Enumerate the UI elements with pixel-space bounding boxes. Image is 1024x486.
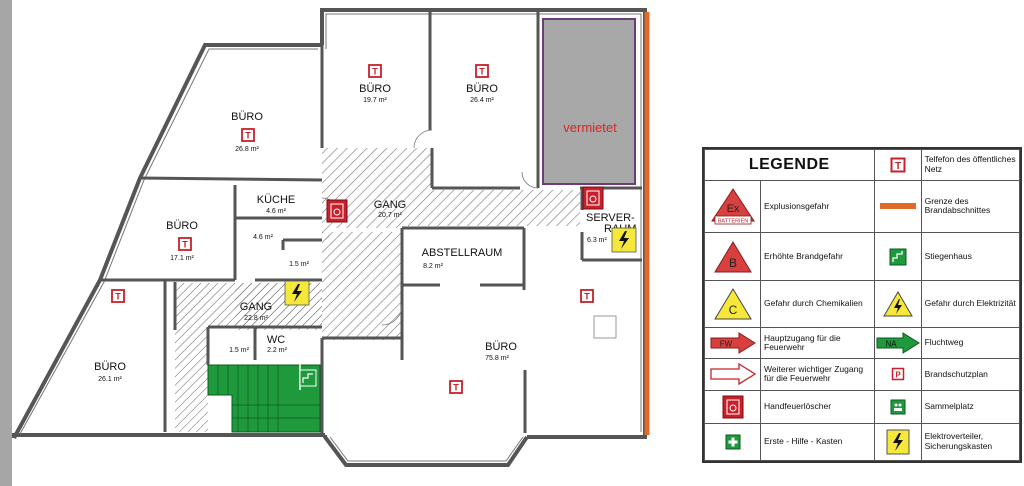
escape-route-icon: NA: [876, 332, 920, 355]
legend-text-explosion: Explusionsgefahr: [760, 179, 875, 234]
room-name-gang-lower: GANG: [240, 301, 272, 313]
fire-compartment-border-icon: [879, 203, 916, 210]
first-aid-icon: [725, 434, 740, 450]
svg-text:T: T: [895, 161, 901, 172]
svg-text:BATTERIEN: BATTERIEN: [717, 219, 747, 225]
legend-text-weiterer: Weiterer wichtiger Zugang für die Feuerw…: [760, 358, 875, 391]
hatched-corridors: [175, 148, 580, 432]
room-area-buero-large: 75.8 m²: [485, 355, 509, 362]
legend-text-brand: Erhöhte Brandgefahr: [760, 232, 875, 281]
telephone-icon: T: [890, 157, 906, 173]
room-area-small-b: 1.5 m²: [289, 261, 310, 268]
legend-text-sammelplatz: Sammelplatz: [920, 389, 1021, 425]
room-name-gang-main: GANG: [374, 199, 406, 211]
room-name-buero-large: BÜRO: [485, 341, 517, 353]
svg-text:B: B: [728, 256, 736, 270]
room-area-gang-main: 20.7 m²: [378, 212, 402, 219]
interior-walls: [100, 12, 642, 433]
svg-text:P: P: [895, 371, 901, 380]
legend-title: LEGENDE: [704, 149, 875, 181]
legend-text-hauptzugang: Hauptzugang für die Feuerwehr: [760, 327, 875, 360]
legend-table: LEGENDE T Telfefon des öffentliches Netz…: [704, 149, 1021, 461]
stairwell-icon: [889, 248, 907, 266]
svg-text:NA: NA: [885, 340, 897, 349]
room-area-small-c: 1.5 m²: [229, 347, 250, 354]
room-name-buero-5: BÜRO: [466, 83, 498, 95]
assembly-point-icon: [890, 399, 906, 415]
legend-text-chemie: Gefahr durch Chemikalien: [760, 279, 875, 329]
rented-area: [542, 18, 636, 185]
electrical-hazard-icon: [611, 227, 637, 253]
fire-extinguisher-icon: [722, 395, 743, 419]
legend-text-brandschutzplan: Brandschutzplan: [920, 358, 1021, 391]
room-name-kueche: KÜCHE: [257, 194, 296, 206]
room-labels: BÜRO 26.8 m² BÜRO 17.1 m² BÜRO 26.1 m² B…: [94, 83, 636, 383]
floor-plan: T: [12, 8, 650, 467]
room-area-abstellraum: 8.2 m²: [423, 263, 444, 270]
fire-extinguisher-icon: [326, 199, 348, 223]
fire-extinguisher-icon: [582, 186, 604, 210]
room-area-gang-lower: 22.8 m²: [244, 315, 268, 322]
legend-text-telefon: Telfefon des öffentliches Netz: [920, 149, 1021, 181]
room-area-kueche: 4.6 m²: [266, 208, 287, 215]
plan-box-icon: [593, 315, 617, 339]
telephone-icon: [241, 128, 255, 142]
room-area-buero-1: 26.8 m²: [235, 146, 259, 153]
room-name-buero-2: BÜRO: [166, 220, 198, 232]
telephone-icon: [449, 380, 463, 394]
left-margin-bar: [0, 0, 12, 486]
room-area-buero-2: 17.1 m²: [170, 255, 194, 262]
legend-text-erstehilfe: Erste - Hilfe - Kasten: [760, 423, 875, 461]
room-name-buero-1: BÜRO: [231, 111, 263, 123]
telephone-icon: [368, 64, 382, 78]
telephone-icon: [178, 237, 192, 251]
wall-inner-lines: [19, 13, 642, 462]
svg-text:Ex: Ex: [726, 203, 739, 215]
explosion-hazard-icon: Ex BATTERIEN: [710, 188, 755, 225]
fire-brigade-secondary-access-icon: [709, 363, 756, 386]
svg-text:FW: FW: [719, 340, 732, 349]
legend-text-elektro: Gefahr durch Elektrizität: [920, 279, 1021, 329]
legend-text-fluchtweg: Fluchtweg: [920, 327, 1021, 360]
room-name-abstellraum: ABSTELLRAUM: [422, 247, 503, 259]
fire-brigade-main-access-icon: FW: [710, 332, 756, 355]
room-area-small-a: 4.6 m²: [253, 234, 274, 241]
room-area-buero-4: 19.7 m²: [363, 97, 387, 104]
chemical-hazard-icon: C: [713, 287, 752, 320]
electrical-hazard-icon: [882, 290, 913, 317]
room-area-buero-5: 26.4 m²: [470, 97, 494, 104]
legend-text-brandabschnitt: Grenze des Brandabschnittes: [920, 179, 1021, 234]
stairwell: [207, 354, 321, 433]
rented-label: vermietet: [563, 120, 617, 135]
room-name-buero-4: BÜRO: [359, 83, 391, 95]
telephone-icon: [111, 289, 125, 303]
legend-text-feuerloescher: Handfeuerlöscher: [760, 389, 875, 425]
room-name-server-1: SERVER-: [586, 212, 635, 224]
fire-hazard-icon: B: [713, 240, 752, 273]
legend-panel: LEGENDE T Telfefon des öffentliches Netz…: [702, 147, 1022, 463]
room-name-wc: WC: [267, 334, 285, 346]
electrical-hazard-icon: [284, 280, 310, 306]
room-area-wc: 2.2 m²: [267, 347, 288, 354]
telephone-icon: [475, 64, 489, 78]
svg-text:C: C: [728, 303, 737, 317]
telephone-icon: [580, 289, 594, 303]
room-name-buero-3: BÜRO: [94, 361, 126, 373]
room-area-server: 6.3 m²: [587, 237, 608, 244]
fire-protection-plan-icon: P: [891, 368, 904, 381]
legend-text-elektroverteiler: Elektroverteiler, Sicherungskasten: [920, 423, 1021, 461]
legend-text-stiegenhaus: Stiegenhaus: [920, 232, 1021, 281]
room-area-buero-3: 26.1 m²: [98, 376, 122, 383]
electrical-distributor-icon: [886, 429, 910, 455]
